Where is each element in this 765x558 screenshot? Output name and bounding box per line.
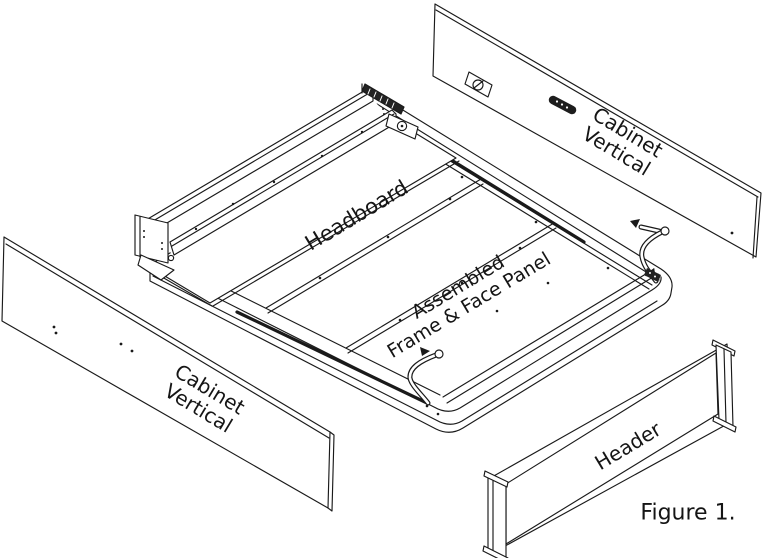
slide-hardware [361, 83, 419, 140]
slide-rail-sw [235, 310, 429, 405]
figure-caption-text: Figure 1. [640, 500, 736, 526]
header-frame-drawing [482, 339, 737, 558]
leg-lever-south [407, 347, 444, 406]
arrow-icon [630, 219, 640, 228]
end-bracket [134, 214, 175, 281]
figure-caption: Figure 1. [640, 500, 736, 527]
cabinet-vertical-right-drawing [432, 3, 762, 259]
leg-lever-east [630, 219, 670, 284]
assembled-frame-drawing [134, 83, 673, 433]
headboard-box [134, 83, 419, 281]
screw-holes [318, 175, 610, 416]
cabinet-vertical-left-drawing [1, 236, 335, 512]
arrow-icon [420, 347, 430, 356]
